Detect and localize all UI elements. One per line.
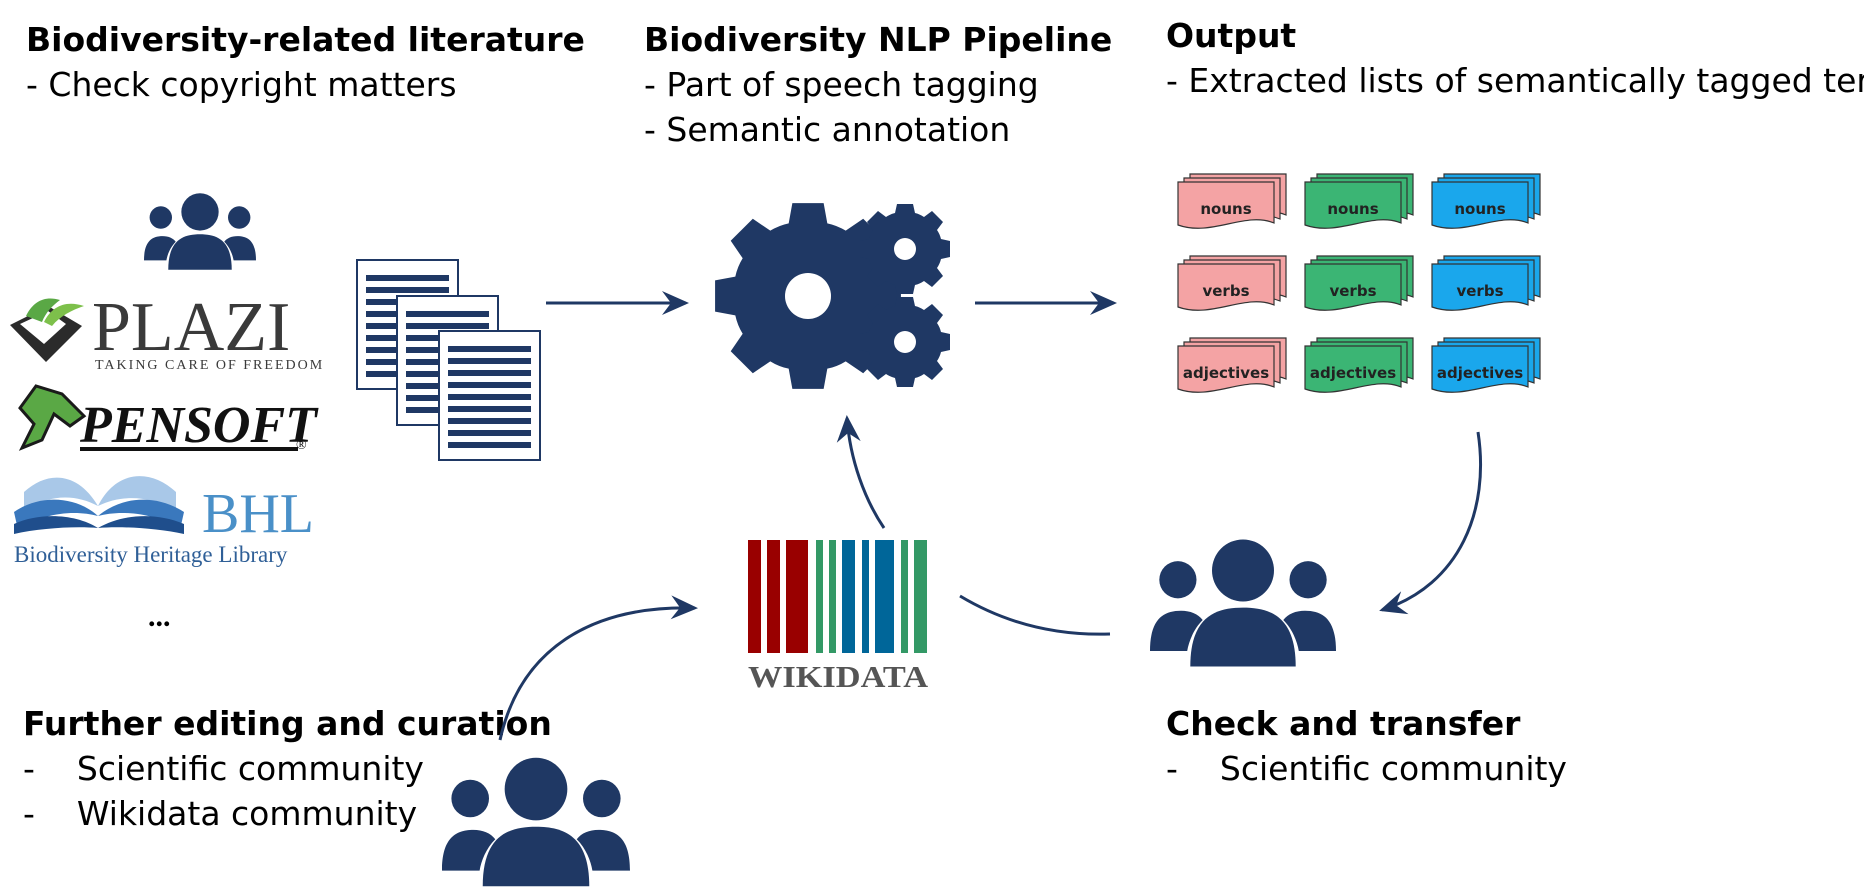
term-list-nouns-green: nouns: [1304, 173, 1414, 229]
output-term-lists: nouns nouns nouns verbs verbs verbs adjectives…: [1177, 173, 1541, 393]
term-list-verbs-green: verbs: [1304, 255, 1414, 311]
pipeline-item-semantic-annotation: - Semantic annotation: [644, 110, 1011, 149]
output-item-extracted-lists: - Extracted lists of semantically tagged…: [1166, 61, 1864, 100]
term-list-verbs-blue: verbs: [1431, 255, 1541, 311]
term-list-adjectives-green: adjectives: [1304, 337, 1414, 393]
plazi-logo: PLAZI TAKING CARE OF FREEDOM: [10, 289, 324, 373]
pipeline-heading: Biodiversity NLP Pipeline: [644, 20, 1113, 59]
term-list-label: adjectives: [1437, 364, 1523, 382]
term-list-label: nouns: [1327, 200, 1378, 218]
output-heading: Output: [1166, 16, 1297, 55]
arrow-output-to-check: [1379, 431, 1483, 615]
nlp-pipeline-gears-icon: [715, 203, 950, 389]
term-list-label: verbs: [1202, 282, 1249, 300]
term-list-nouns-pink: nouns: [1177, 173, 1287, 229]
documents-icon: [356, 259, 541, 461]
pipeline-section: Biodiversity NLP Pipeline - Part of spee…: [644, 17, 1112, 152]
arrow-check-to-wikidata: [959, 594, 1111, 636]
check-section: Check and transfer - Scientific communit…: [1166, 701, 1567, 791]
wikidata-wordmark: WIKIDATA: [748, 659, 929, 694]
term-list-adjectives-pink: adjectives: [1177, 337, 1287, 393]
editing-item-scientific-community: - Scientific community: [23, 749, 424, 788]
term-list-label: nouns: [1454, 200, 1505, 218]
pipeline-item-pos-tagging: - Part of speech tagging: [644, 65, 1039, 104]
editing-section: Further editing and curation - Scientifi…: [23, 701, 552, 836]
editing-item-wikidata-community: - Wikidata community: [23, 794, 418, 833]
term-list-verbs-pink: verbs: [1177, 255, 1287, 311]
term-list-nouns-blue: nouns: [1431, 173, 1541, 229]
check-community-icon: [1150, 539, 1336, 667]
arrow-editing-to-wikidata: [498, 595, 698, 741]
bhl-fullname: Biodiversity Heritage Library: [14, 542, 288, 567]
term-list-label: adjectives: [1310, 364, 1396, 382]
term-list-label: verbs: [1329, 282, 1376, 300]
term-list-adjectives-blue: adjectives: [1431, 337, 1541, 393]
literature-section: Biodiversity-related literature - Check …: [26, 17, 585, 107]
term-list-label: verbs: [1456, 282, 1503, 300]
pensoft-logo: PENSOFT ®: [18, 384, 319, 454]
plazi-wordmark: PLAZI: [92, 289, 290, 366]
more-sources-ellipsis: ...: [148, 600, 171, 633]
check-heading: Check and transfer: [1166, 704, 1521, 743]
pensoft-registered-mark: ®: [296, 438, 307, 453]
plazi-tagline: TAKING CARE OF FREEDOM: [95, 358, 324, 373]
arrow-wikidata-to-pipeline: [836, 415, 886, 529]
bhl-wordmark: BHL: [202, 483, 314, 545]
term-list-label: adjectives: [1183, 364, 1269, 382]
editing-heading: Further editing and curation: [23, 704, 552, 743]
output-section: Output - Extracted lists of semantically…: [1166, 13, 1864, 103]
bhl-logo: BHL Biodiversity Heritage Library: [14, 476, 314, 567]
check-item-scientific-community: - Scientific community: [1166, 749, 1567, 788]
wikidata-logo: WIKIDATA: [748, 540, 929, 694]
term-list-label: nouns: [1200, 200, 1251, 218]
literature-item-copyright: - Check copyright matters: [26, 65, 457, 104]
researchers-icon: [144, 193, 256, 270]
pensoft-wordmark: PENSOFT: [79, 397, 319, 454]
editing-community-icon: [442, 757, 630, 887]
literature-heading: Biodiversity-related literature: [26, 20, 585, 59]
